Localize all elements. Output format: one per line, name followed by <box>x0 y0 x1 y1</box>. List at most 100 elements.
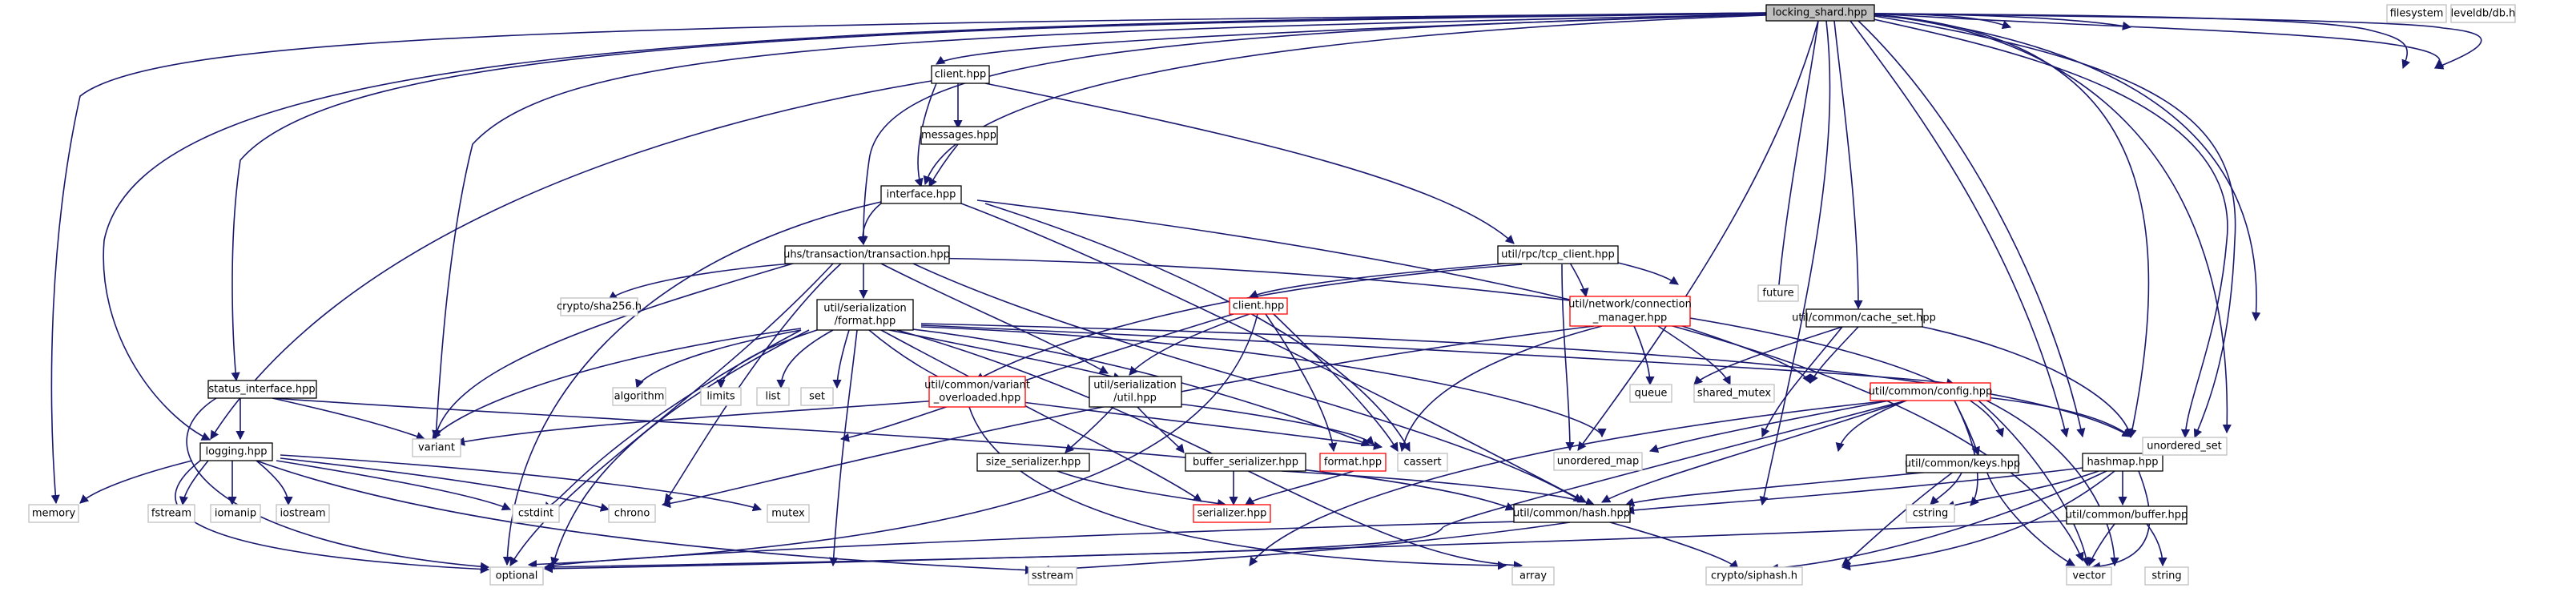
edge <box>1774 20 1819 295</box>
edge <box>545 520 1555 570</box>
node-unordered-map[interactable]: unordered_map <box>1553 452 1643 471</box>
edge <box>664 263 842 503</box>
node-optional[interactable]: optional <box>489 566 544 586</box>
node-label: client.hpp <box>1233 300 1285 312</box>
node-filesystem[interactable]: filesystem <box>2386 4 2447 23</box>
edge <box>1874 13 2132 30</box>
node-label: shared_mutex <box>1697 388 1772 400</box>
edge <box>920 324 1956 388</box>
node-format-red[interactable]: format.hpp <box>1319 453 1387 472</box>
node-variant-overloaded[interactable]: util/common/variant _overloaded.hpp <box>924 376 1030 408</box>
node-list[interactable]: list <box>756 387 790 406</box>
node-fstream[interactable]: fstream <box>147 504 195 523</box>
edge <box>432 14 1767 440</box>
node-string[interactable]: string <box>2144 566 2189 586</box>
edge <box>859 14 1767 246</box>
edge <box>635 329 802 389</box>
node-label: size_serializer.hpp <box>986 457 1081 469</box>
node-size-serializer[interactable]: size_serializer.hpp <box>976 453 1090 472</box>
edge <box>186 397 490 571</box>
edge <box>888 329 1123 381</box>
node-transaction[interactable]: uhs/transaction/transaction.hpp <box>783 245 950 264</box>
node-client-red[interactable]: client.hpp <box>1229 297 1288 315</box>
node-leveldb[interactable]: leveldb/db.h <box>2450 4 2516 23</box>
node-hashmap[interactable]: hashmap.hpp <box>2082 453 2163 472</box>
node-buffer[interactable]: util/common/buffer.hpp <box>2066 505 2188 525</box>
edge <box>1648 397 1907 453</box>
node-messages[interactable]: messages.hpp <box>920 126 998 145</box>
node-vector[interactable]: vector <box>2066 566 2112 586</box>
node-memory[interactable]: memory <box>28 504 79 523</box>
node-label: /format.hpp <box>835 316 896 328</box>
node-hash[interactable]: util/common/hash.hpp <box>1513 504 1631 523</box>
edge <box>857 203 882 246</box>
node-label: util/serialization <box>1093 380 1177 392</box>
node-buffer-serializer[interactable]: buffer_serializer.hpp <box>1185 453 1306 472</box>
edge <box>968 406 1507 570</box>
node-client-top[interactable]: client.hpp <box>931 65 990 84</box>
node-label: filesystem <box>2390 8 2444 20</box>
edge <box>179 460 209 506</box>
node-label: interface.hpp <box>887 189 956 201</box>
edge <box>1809 326 1859 384</box>
node-set[interactable]: set <box>800 387 834 406</box>
edge <box>1978 400 2091 567</box>
node-status-interface[interactable]: status_interface.hpp <box>207 380 317 399</box>
edge <box>1841 470 2115 571</box>
node-interface[interactable]: interface.hpp <box>880 185 962 204</box>
node-iostream[interactable]: iostream <box>276 504 330 523</box>
node-unordered-set[interactable]: unordered_set <box>2142 437 2228 456</box>
node-label: hashmap.hpp <box>2087 457 2159 469</box>
node-label: unordered_map <box>1557 456 1640 468</box>
edge <box>550 329 810 567</box>
node-label: crypto/sha256.h <box>557 301 642 313</box>
edge <box>1858 20 2086 438</box>
node-serializer[interactable]: serializer.hpp <box>1193 504 1271 523</box>
node-variant[interactable]: variant <box>412 438 461 457</box>
node-label: cstring <box>1913 508 1948 520</box>
node-label: leveldb/db.h <box>2451 8 2516 20</box>
node-serialization-util[interactable]: util/serialization /util.hpp <box>1089 376 1182 408</box>
node-mutex[interactable]: mutex <box>767 504 810 523</box>
node-cstring[interactable]: cstring <box>1906 504 1955 523</box>
node-label: optional <box>496 570 538 582</box>
edge <box>432 260 802 441</box>
node-cstdint[interactable]: cstdint <box>512 504 560 523</box>
node-sstream[interactable]: sstream <box>1028 566 1077 586</box>
edge <box>1569 262 1589 298</box>
node-cassert[interactable]: cassert <box>1397 453 1448 472</box>
edge <box>2087 523 2115 567</box>
edge <box>880 263 1109 374</box>
node-queue[interactable]: queue <box>1629 384 1672 403</box>
node-keys[interactable]: util/common/keys.hpp <box>1905 454 2020 473</box>
node-array[interactable]: array <box>1511 566 1555 586</box>
node-label: util/common/buffer.hpp <box>2066 509 2188 522</box>
node-future[interactable]: future <box>1757 284 1799 302</box>
edge <box>1930 470 1963 505</box>
node-connection-manager[interactable]: util/network/connection _manager.hpp <box>1568 296 1692 327</box>
node-limits[interactable]: limits <box>700 387 742 406</box>
edge <box>1849 20 2070 438</box>
node-serialization-format[interactable]: util/serialization /format.hpp <box>816 299 914 331</box>
node-siphash[interactable]: crypto/siphash.h <box>1705 566 1803 586</box>
node-chrono[interactable]: chrono <box>608 504 656 523</box>
node-tcp-client[interactable]: util/rpc/tcp_client.hpp <box>1497 245 1619 264</box>
node-locking-shard[interactable]: locking_shard.hpp <box>1765 4 1875 22</box>
edge <box>50 12 1767 505</box>
node-label: future <box>1762 288 1793 300</box>
node-shared-mutex[interactable]: shared_mutex <box>1693 384 1775 403</box>
node-cache-set[interactable]: util/common/cache_set.hpp <box>1792 308 1936 328</box>
edge <box>896 329 1523 570</box>
node-algorithm[interactable]: algorithm <box>612 387 666 406</box>
node-crypto-sha256[interactable]: crypto/sha256.h <box>557 297 642 316</box>
edge <box>920 326 1607 438</box>
edge <box>880 329 1202 502</box>
node-logging[interactable]: logging.hpp <box>199 442 273 461</box>
edge <box>1265 313 1338 453</box>
node-config[interactable]: util/common/config.hpp <box>1869 382 1993 401</box>
node-iomanip[interactable]: iomanip <box>210 504 261 523</box>
node-label: crypto/siphash.h <box>1711 570 1797 582</box>
edge <box>1986 397 2131 437</box>
edge <box>1153 400 1375 445</box>
